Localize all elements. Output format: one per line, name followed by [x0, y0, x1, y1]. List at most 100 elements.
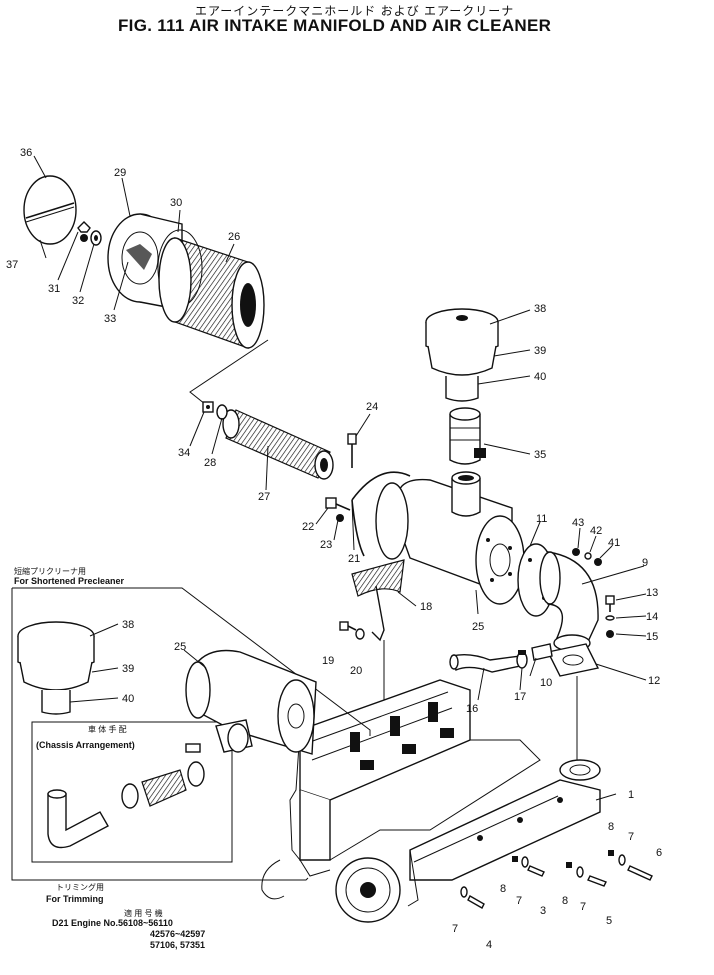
inset-frame — [11, 587, 371, 881]
callout-19: 19 — [322, 655, 334, 667]
callout-22: 22 — [302, 521, 314, 533]
callout-33: 33 — [104, 313, 116, 325]
callout-8-left: 8 — [500, 883, 506, 895]
inset-cleaner-body-25 — [185, 649, 317, 755]
callout-20: 20 — [350, 665, 362, 677]
callout-18: 18 — [420, 601, 432, 613]
inset-callout-40: 40 — [122, 693, 134, 705]
leader-lines — [33, 155, 647, 801]
bolt-22-nut-23 — [325, 497, 351, 522]
engine-number-line-1: D21 Engine No.56108~56110 — [52, 918, 173, 928]
inset-chassis-parts — [47, 743, 205, 849]
precleaner-body-40 — [445, 376, 479, 402]
hose-16 — [449, 653, 521, 673]
callout-7-mid2: 7 — [580, 901, 586, 913]
callout-16: 16 — [466, 703, 478, 715]
inset-label: For Shortened Precleaner — [14, 576, 125, 586]
callout-39: 39 — [534, 345, 546, 357]
inset-japanese-label: 短縮プリクリーナ用 — [14, 567, 86, 576]
trimming-japanese-label: トリミング用 — [56, 883, 104, 892]
callout-13: 13 — [646, 587, 658, 599]
callout-1: 1 — [628, 789, 634, 801]
callout-42: 42 — [590, 525, 602, 537]
elbow-9 — [539, 551, 599, 652]
callout-17: 17 — [514, 691, 526, 703]
callout-24: 24 — [366, 401, 378, 413]
precleaner-cap-38 — [425, 308, 499, 355]
callout-31: 31 — [48, 283, 60, 295]
flange-12 — [546, 643, 600, 677]
hose-35 — [449, 407, 486, 465]
callout-28: 28 — [204, 457, 216, 469]
figure-title: FIG. 111 AIR INTAKE MANIFOLD AND AIR CLE… — [118, 16, 552, 35]
callout-8-mid: 8 — [562, 895, 568, 907]
engine-number-line-2: 42576~42597 — [150, 929, 206, 939]
callout-23: 23 — [320, 539, 332, 551]
trimming-label: For Trimming — [46, 894, 104, 904]
callout-29: 29 — [114, 167, 126, 179]
callout-7-right: 7 — [628, 831, 634, 843]
callout-4: 4 — [486, 939, 492, 951]
callout-11: 11 — [536, 513, 547, 525]
pipe-10 — [531, 643, 553, 661]
washer-20 — [355, 628, 365, 640]
gasket-32 — [90, 230, 102, 246]
fasteners-lower — [460, 850, 653, 909]
callout-3: 3 — [540, 905, 546, 917]
callout-26: 26 — [228, 231, 240, 243]
engine-number-line-3: 57106, 57351 — [150, 940, 206, 950]
callout-7-mid: 7 — [516, 895, 522, 907]
inset-callout-38: 38 — [122, 619, 134, 631]
callout-12: 12 — [648, 675, 660, 687]
serial-japanese-label: 適 用 号 機 — [124, 909, 163, 918]
inset-callout-39: 39 — [122, 663, 134, 675]
cover-36 — [23, 175, 77, 245]
callout-41: 41 — [608, 537, 620, 549]
callout-32: 32 — [72, 295, 84, 307]
callout-36: 36 — [20, 147, 32, 159]
callout-43: 43 — [572, 517, 584, 529]
callout-30: 30 — [170, 197, 182, 209]
inner-element-27 — [222, 409, 334, 480]
callout-6: 6 — [656, 847, 662, 859]
engine-block — [261, 679, 541, 900]
japanese-title: エアーインテークマニホールド および エアークリーナ — [195, 4, 515, 18]
chassis-japanese-label: 車 体 手 配 — [88, 725, 127, 734]
mounting-band-21 — [351, 471, 411, 557]
precleaner-bowl-39 — [427, 345, 497, 376]
clamp-17 — [516, 650, 528, 669]
inset-callout-25: 25 — [174, 641, 186, 653]
callout-5: 5 — [606, 915, 612, 927]
callout-27: 27 — [258, 491, 270, 503]
callout-34: 34 — [178, 447, 190, 459]
callout-8-right: 8 — [608, 821, 614, 833]
washer-28 — [216, 404, 228, 420]
bolt-19 — [339, 621, 357, 631]
callout-25: 25 — [472, 621, 484, 633]
nuts-43-42-41 — [572, 548, 602, 566]
callout-14: 14 — [646, 611, 658, 623]
inset-precleaner — [17, 621, 95, 715]
callout-7-bottom: 7 — [452, 923, 458, 935]
callout-9: 9 — [642, 557, 648, 569]
callout-38: 38 — [534, 303, 546, 315]
bracket-18 — [351, 559, 405, 642]
callout-35: 35 — [534, 449, 546, 461]
outer-element-26 — [158, 237, 265, 349]
callout-37: 37 — [6, 259, 18, 271]
callout-numbers: 36 29 30 26 37 31 32 33 38 39 40 24 34 2… — [6, 147, 662, 951]
flywheel-housing — [335, 857, 401, 923]
intake-manifold-1 — [407, 759, 601, 907]
callout-10: 10 — [540, 677, 552, 689]
leader-path-element — [189, 339, 269, 409]
nut-34 — [202, 401, 214, 413]
air-cleaner-body-25 — [375, 471, 525, 605]
chassis-label: (Chassis Arrangement) — [36, 740, 135, 750]
callout-15: 15 — [646, 631, 658, 643]
callout-40: 40 — [534, 371, 546, 383]
bolt-24 — [347, 433, 357, 468]
callout-21: 21 — [348, 553, 360, 565]
bolt-13-washers-14-15 — [605, 595, 615, 638]
